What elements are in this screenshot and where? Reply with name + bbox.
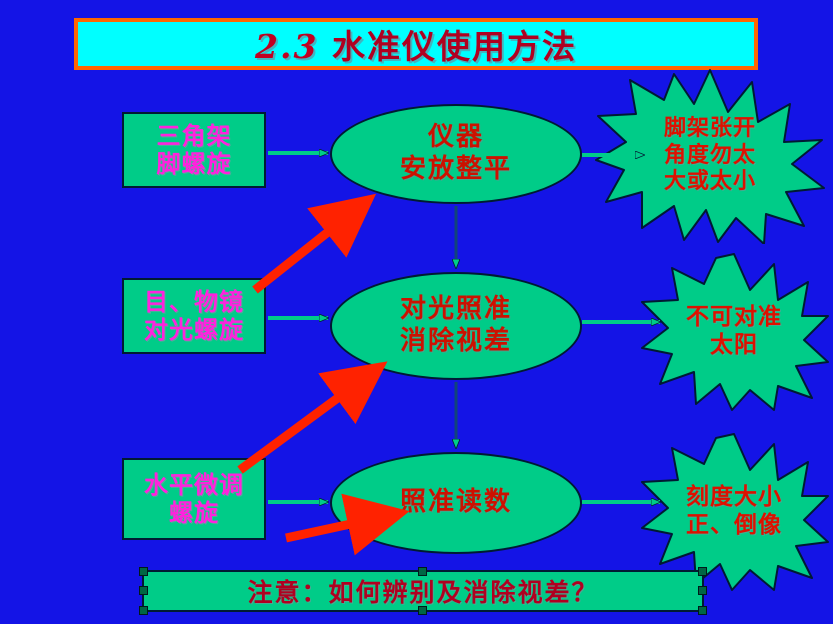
red-arrow-to-ellipse2	[237, 361, 388, 474]
selection-handle-bottom-center[interactable]	[418, 606, 427, 615]
slide-title-banner: 2.3 水准仪使用方法	[74, 18, 758, 70]
selection-handle-bottom-left[interactable]	[139, 606, 148, 615]
left-box-3-line2: 螺旋	[169, 499, 219, 527]
star-burst-scale-image[interactable]: 刻度大小 正、倒像	[638, 432, 830, 592]
ellipse-focus-parallax[interactable]: 对光照准 消除视差	[330, 272, 582, 380]
left-box-fine-adjust[interactable]: 水平微调 螺旋	[122, 458, 266, 540]
ellipse-2-line2: 消除视差	[399, 326, 512, 356]
title-label: 水准仪使用方法	[331, 27, 577, 66]
red-arrow-to-ellipse1	[252, 193, 377, 294]
selection-handle-middle-left[interactable]	[139, 586, 148, 595]
left-box-tripod[interactable]: 三角架 脚螺旋	[122, 112, 266, 188]
ellipse-2-line1: 对光照准	[399, 294, 512, 325]
star-burst-icon	[595, 69, 825, 244]
left-box-3-line1: 水平微调	[144, 470, 244, 499]
star-burst-icon	[641, 433, 829, 591]
note-bar[interactable]: 注意：如何辨别及消除视差？	[139, 567, 707, 615]
left-box-1-line1: 三角架	[156, 121, 232, 150]
ellipse-1-line1: 仪器	[427, 122, 484, 153]
ellipse-aim-read[interactable]: 照准读数	[330, 452, 582, 554]
note-bar-text: 注意：如何辨别及消除视差？	[247, 578, 599, 607]
title-number: 2.3	[255, 27, 319, 66]
ellipse-setup-level[interactable]: 仪器 安放整平	[330, 104, 582, 204]
selection-handle-bottom-right[interactable]	[698, 606, 707, 615]
star-burst-icon	[641, 253, 829, 411]
selection-handle-middle-right[interactable]	[698, 586, 707, 595]
left-box-2-line1: 目、物镜	[144, 287, 244, 316]
left-box-lens-focus[interactable]: 目、物镜 对光螺旋	[122, 278, 266, 354]
left-box-2-line2: 对光螺旋	[144, 316, 244, 344]
star-burst-no-sun[interactable]: 不可对准 太阳	[638, 252, 830, 412]
selection-handle-top-center[interactable]	[418, 567, 427, 576]
selection-handle-top-left[interactable]	[139, 567, 148, 576]
left-box-1-line2: 脚螺旋	[156, 150, 232, 178]
star-burst-tripod-angle[interactable]: 脚架张开 角度勿太 大或太小	[594, 68, 826, 244]
page-title: 2.3 水准仪使用方法	[255, 20, 577, 68]
ellipse-3-line1: 照准读数	[399, 487, 512, 518]
ellipse-1-line2: 安放整平	[399, 154, 512, 184]
selection-handle-top-right[interactable]	[698, 567, 707, 576]
